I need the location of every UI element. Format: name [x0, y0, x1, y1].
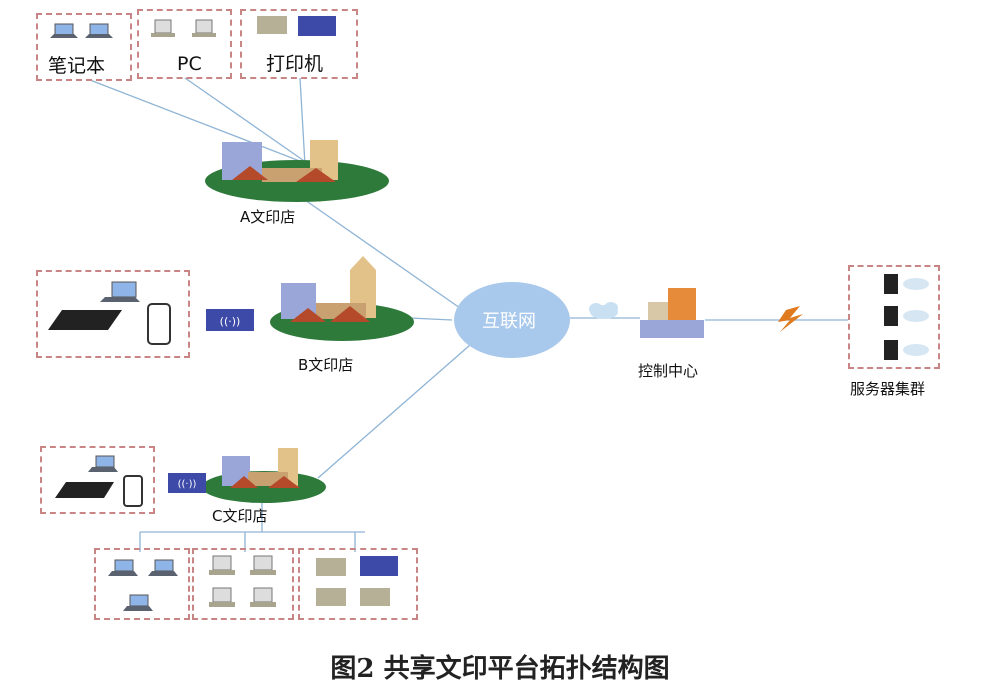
bottom-laptop-box — [94, 548, 190, 620]
lightning-icon — [778, 306, 803, 332]
printer-icon-bottom — [316, 556, 398, 606]
store-c-icon — [202, 448, 326, 503]
bottom-printer-box — [298, 548, 418, 620]
server-icon — [884, 274, 929, 360]
laptop-icon-c — [88, 455, 118, 472]
pc-icon — [151, 19, 216, 37]
store-c-devices-box — [40, 446, 155, 514]
phone-icon-b — [147, 303, 171, 345]
laptop-icon-b — [100, 281, 140, 302]
wireless-router-icon-b: ((·)) — [206, 309, 254, 331]
server-cluster-box — [848, 265, 940, 369]
link-a-internet — [304, 199, 471, 316]
laptop-icon — [50, 23, 113, 38]
internet-cloud-icon — [454, 282, 570, 358]
link-laptops-a — [89, 79, 311, 166]
control-center-label: 控制中心 — [638, 362, 699, 380]
internet-label: 互联网 — [482, 311, 536, 332]
server-cluster-label: 服务器集群 — [850, 380, 926, 398]
connection-lines — [89, 77, 848, 552]
store-a-icon — [205, 140, 389, 202]
svg-text:((·)): ((·)) — [178, 479, 197, 490]
tablet-icon-c — [55, 482, 114, 498]
wireless-router-icon-c: ((·)) — [168, 473, 206, 493]
laptop-group-box — [36, 13, 132, 81]
laptop-group-label: 笔记本 — [48, 55, 106, 77]
store-c-label: C文印店 — [212, 507, 268, 525]
store-a-label: A文印店 — [240, 208, 296, 226]
link-printers-a — [299, 77, 306, 166]
pc-icon-bottom — [209, 555, 276, 607]
printer-group-box — [240, 9, 358, 79]
phone-icon-c — [123, 475, 143, 507]
svg-text:((·)): ((·)) — [220, 315, 241, 328]
bottom-pc-box — [192, 548, 294, 620]
store-b-icon — [270, 256, 414, 341]
store-b-devices-box — [36, 270, 190, 358]
figure-caption: 图2 共享文印平台拓扑结构图 — [330, 654, 670, 684]
link-b-internet — [409, 317, 453, 321]
link-pc-a — [184, 77, 311, 166]
link-c-internet — [317, 344, 471, 479]
tablet-icon-b — [48, 310, 122, 330]
printer-group-label: 打印机 — [266, 53, 324, 75]
store-b-label: B文印店 — [298, 356, 354, 374]
cloud-icon — [589, 302, 618, 319]
printer-icon — [257, 16, 336, 36]
pc-group-label: PC — [177, 53, 202, 75]
laptop-icon-bottom — [108, 559, 178, 611]
building-icon — [640, 288, 704, 338]
pc-group-box — [137, 9, 232, 79]
